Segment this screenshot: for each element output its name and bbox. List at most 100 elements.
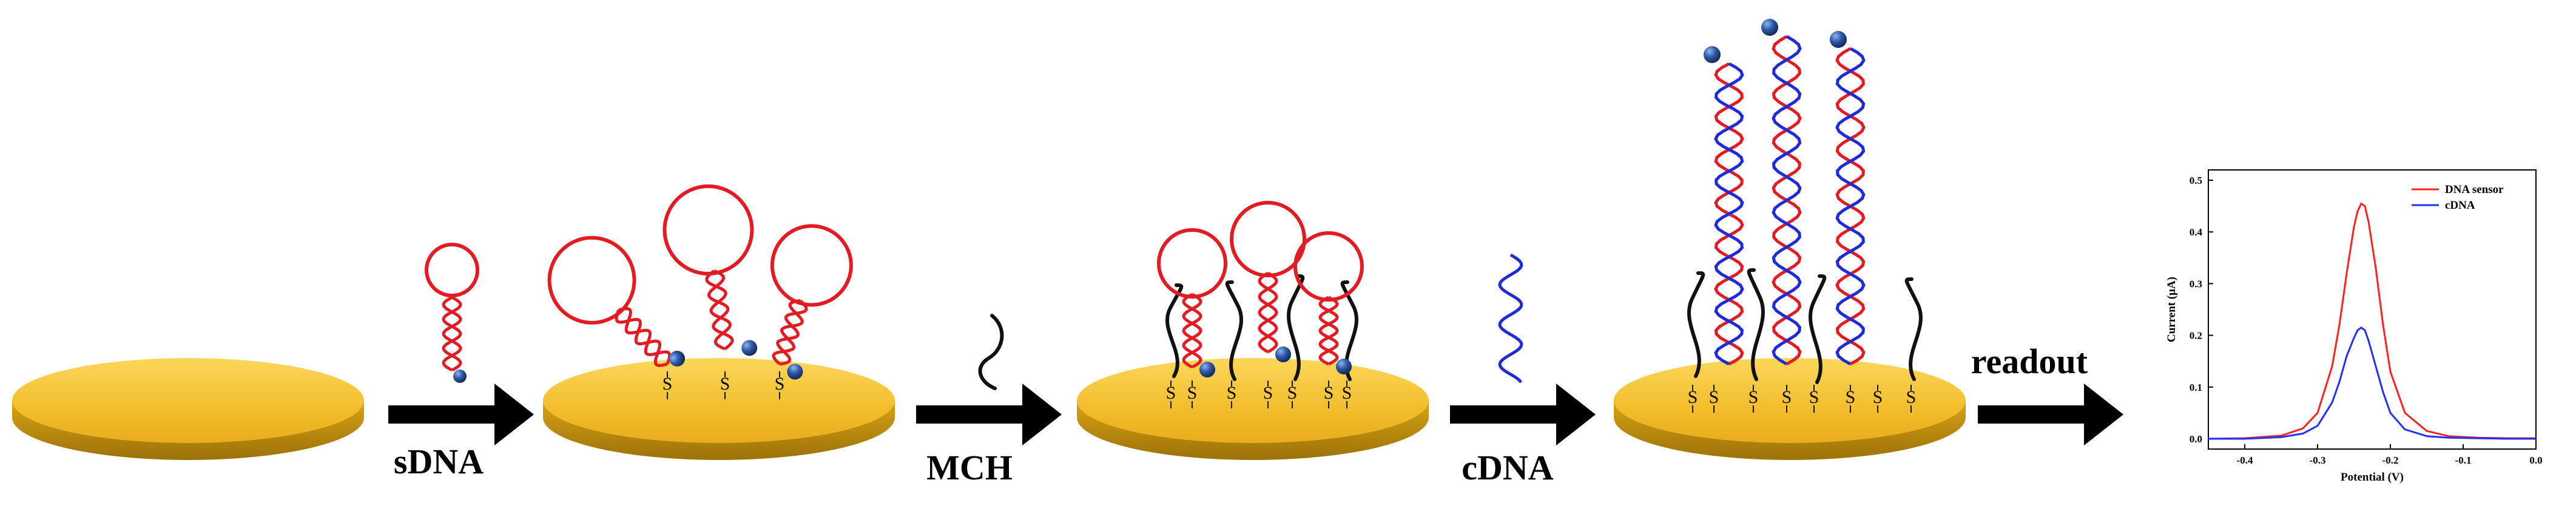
dsdna-duplex (1761, 19, 1802, 366)
hairpin-probe (1157, 228, 1227, 377)
dsdna-duplex (1830, 31, 1866, 366)
gold-electrode-mch (1077, 358, 1429, 460)
strand-a (776, 299, 808, 366)
hairpin-probe (1293, 231, 1364, 374)
ferrocene-label (669, 350, 686, 367)
hairpin-loop (1157, 228, 1227, 299)
strand-b (442, 296, 462, 372)
hairpin-loop (1293, 231, 1364, 302)
hairpin-loop (770, 224, 853, 307)
mch-molecule (1287, 274, 1305, 381)
thiol-s: S (1287, 383, 1298, 403)
y-axis-title: Current (μA) (2165, 277, 2178, 342)
strand-a (1182, 293, 1202, 369)
thiol-s: S (720, 374, 730, 394)
electrode-top (543, 358, 895, 443)
x-tick-label: -0.2 (2382, 455, 2399, 466)
thiol-s: S (663, 374, 673, 394)
step-label-cdna: cDNA (1462, 448, 1554, 487)
arrow-step4 (1978, 384, 2123, 445)
free-cdna-strand (1498, 253, 1523, 384)
free-mch-molecule (978, 314, 1004, 390)
strand-a (1318, 296, 1339, 366)
strand-b (615, 309, 668, 367)
hairpin-loop (547, 235, 636, 325)
hairpin-probe (1230, 201, 1306, 362)
y-tick-label: 0.4 (2190, 226, 2203, 238)
strand-a (1258, 271, 1278, 354)
strand-b (1258, 271, 1278, 354)
y-tick-label: 0.5 (2190, 175, 2202, 186)
arrow-step2 (916, 384, 1062, 445)
arrow-step1 (388, 384, 534, 445)
mch-molecule (1809, 274, 1827, 384)
thiol-s: S (1846, 387, 1856, 407)
x-tick-label: 0.0 (2529, 455, 2542, 466)
ferrocene-label (453, 370, 467, 383)
gold-electrode-bare (12, 358, 364, 460)
series-line-cdna (2208, 326, 2536, 440)
step-label-mch: MCH (926, 448, 1013, 487)
free-hairpin-probe (425, 243, 479, 383)
x-axis-title: Potential (V) (2341, 471, 2404, 484)
mch-molecule (1687, 271, 1705, 378)
electrode-top (1077, 358, 1429, 443)
ferrocene-label (1761, 19, 1778, 36)
strand-b (772, 299, 804, 365)
x-tick-label: -0.3 (2310, 455, 2326, 466)
y-tick-label: 0.2 (2190, 330, 2202, 342)
step-label-sdna: sDNA (394, 442, 484, 481)
thiol-s: S (1782, 387, 1792, 407)
dsdna-duplex (1704, 46, 1744, 366)
hairpin-loop (1230, 201, 1306, 277)
strand-a (618, 307, 672, 365)
thiol-s: S (1809, 387, 1819, 407)
gold-electrode-hairpin (543, 358, 895, 460)
thiol-s: S (1709, 387, 1719, 407)
y-tick-label: 0.1 (2190, 382, 2202, 393)
strand-a (707, 269, 734, 350)
hairpin-loop (425, 243, 479, 297)
arrow-step3 (1450, 384, 1596, 445)
thiol-s: S (1748, 387, 1759, 407)
thiol-s: S (1873, 387, 1883, 407)
thiol-s: S (1688, 387, 1698, 407)
gold-electrode-duplex (1614, 358, 1966, 460)
ferrocene-label (1199, 362, 1215, 377)
y-tick-label: 0.0 (2190, 433, 2202, 445)
electrode-top (1614, 358, 1966, 443)
x-tick-label: -0.1 (2455, 455, 2472, 466)
y-tick-label: 0.3 (2190, 278, 2202, 289)
ferrocene-label (1830, 31, 1847, 48)
legend-label-sensor: DNA sensor (2445, 183, 2504, 196)
ferrocene-label (1704, 46, 1721, 63)
strand-b (705, 269, 732, 351)
hairpin-probe (770, 224, 853, 380)
thiol-s: S (1342, 383, 1352, 403)
thiol-s: S (775, 374, 785, 394)
mch-molecule (1225, 280, 1243, 381)
thiol-s: S (1166, 383, 1176, 403)
chart-legend: DNA sensor cDNA (2412, 183, 2504, 212)
voltammogram-chart: -0.4 -0.3 -0.2 -0.1 0.0 0.0 0.1 0.2 0.3 0.4 0.5 Po… (2165, 169, 2543, 484)
ferrocene-label (1336, 359, 1352, 374)
hairpin-probe (547, 235, 686, 367)
legend-label-cdna: cDNA (2445, 199, 2475, 212)
strand-b (1714, 62, 1744, 366)
hairpin-loop (663, 184, 754, 276)
x-tick-label: -0.4 (2237, 455, 2253, 466)
ferrocene-label (787, 364, 803, 380)
mch-molecule (978, 314, 1004, 390)
thiol-s: S (1187, 383, 1198, 403)
strand-a (442, 296, 462, 372)
thiol-s: S (1227, 383, 1237, 403)
cdna-strand (1498, 253, 1523, 384)
hairpin-probe (663, 184, 758, 356)
mch-molecule (1904, 277, 1923, 381)
ferrocene-label (1275, 347, 1291, 362)
strand-b (1835, 47, 1866, 366)
strand-b (1772, 35, 1802, 366)
